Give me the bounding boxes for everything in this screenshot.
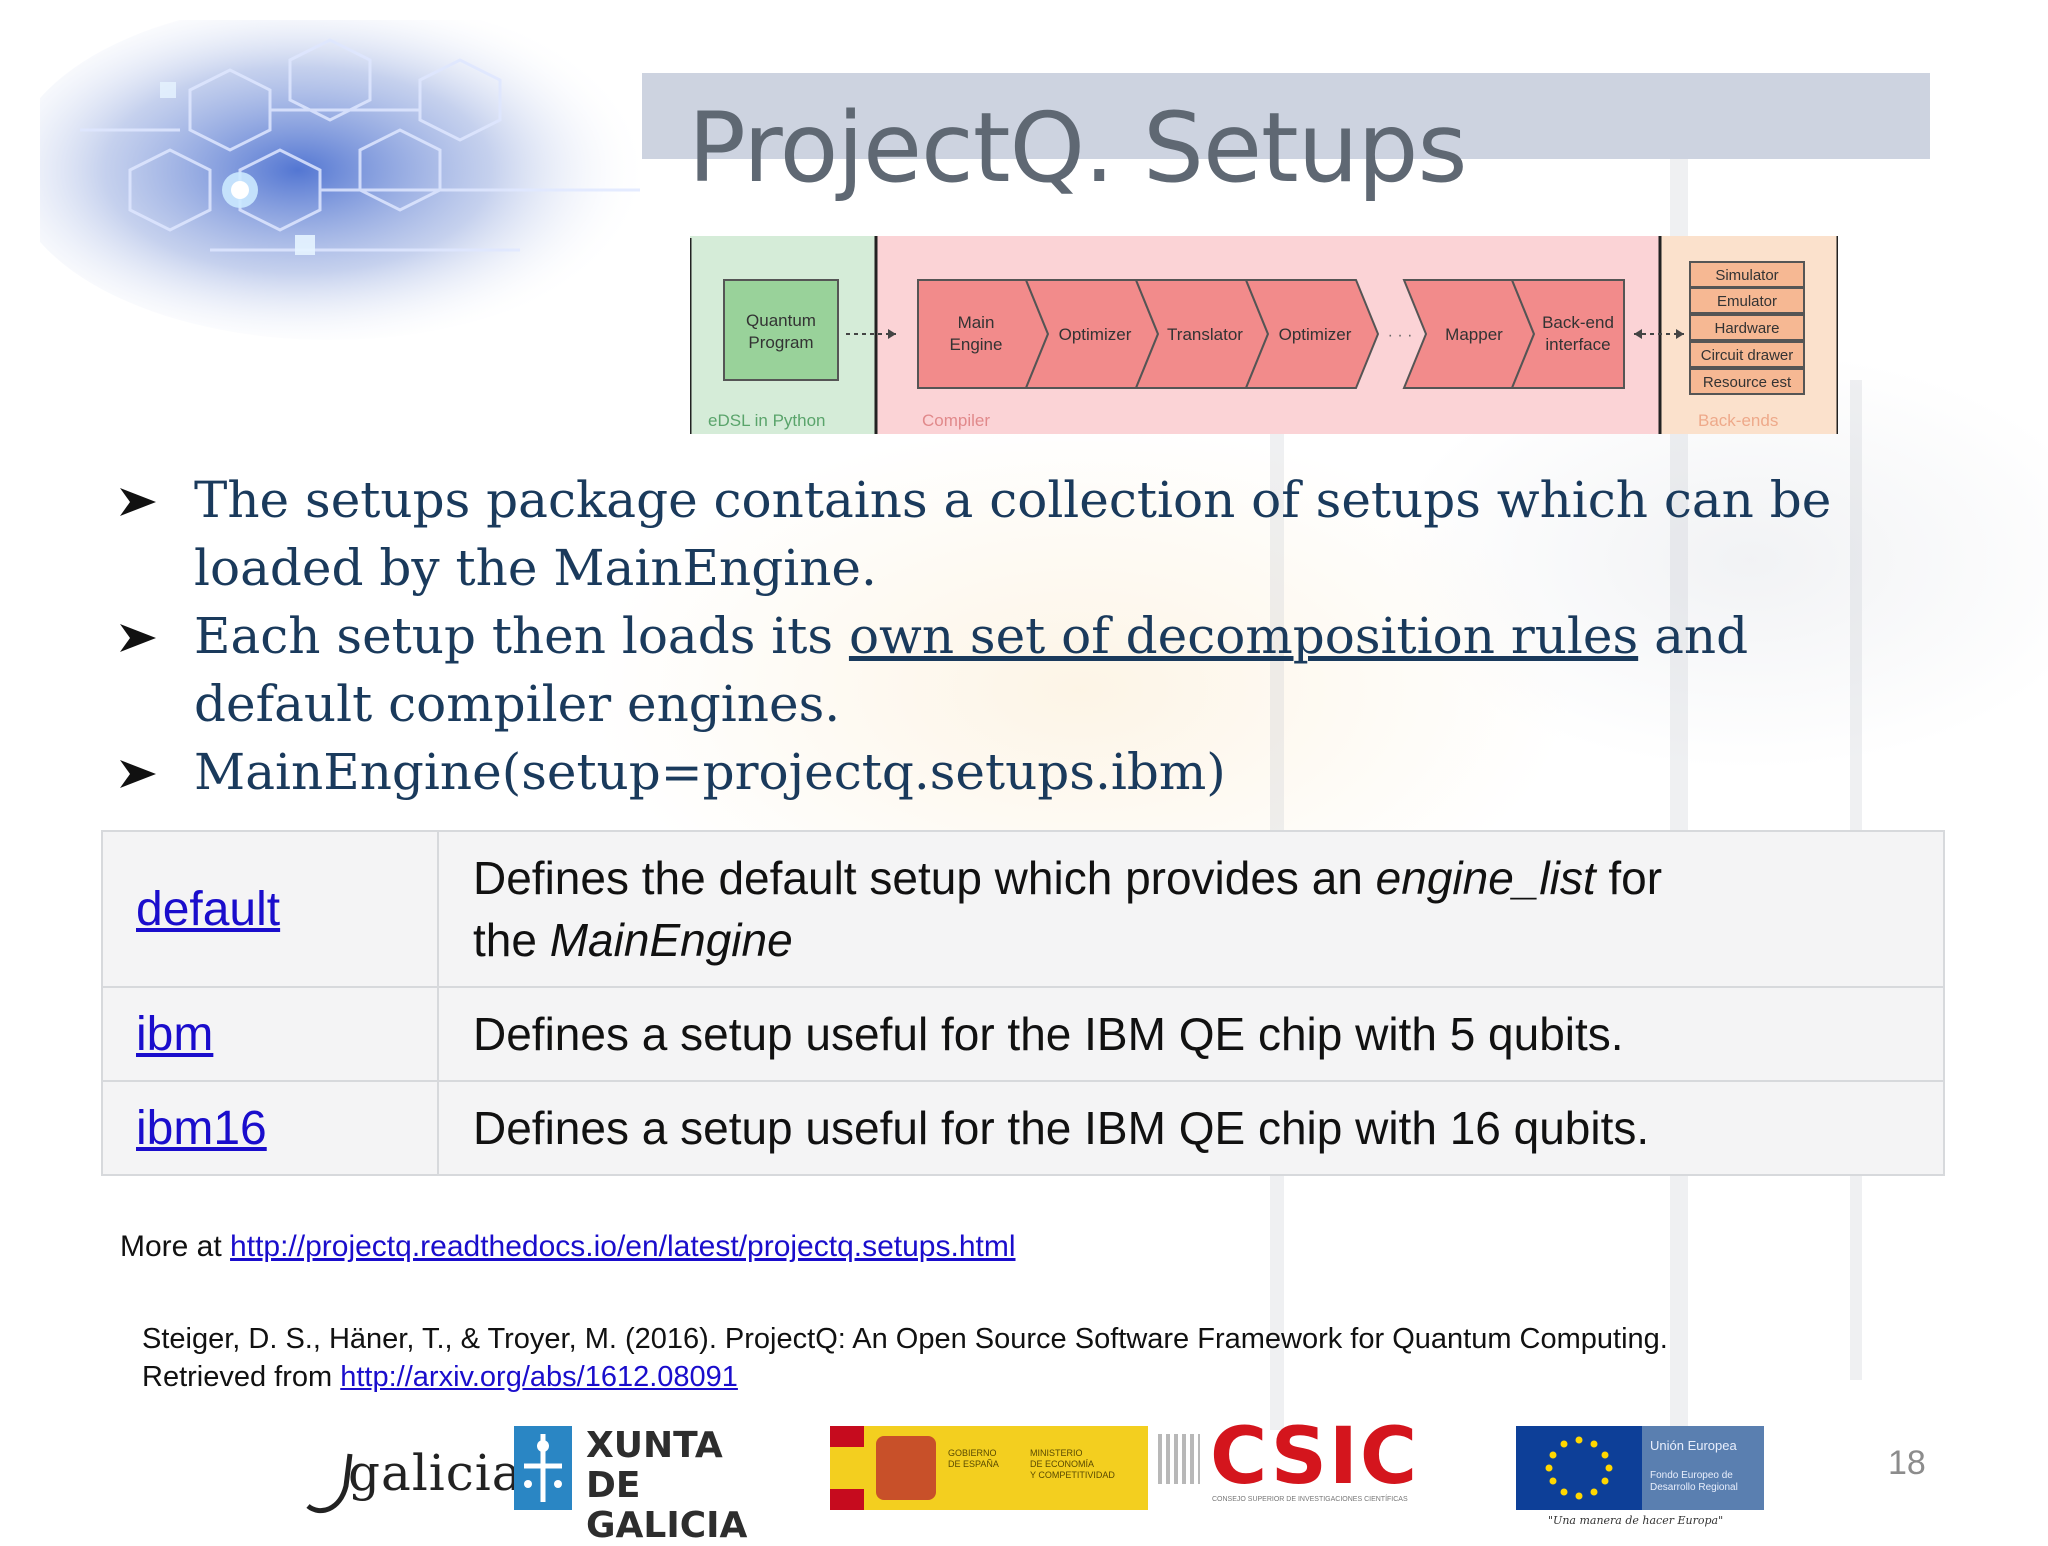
setup-desc-cell: Defines a setup useful for the IBM QE ch… [437, 1080, 1945, 1176]
citation-line: Steiger, D. S., Häner, T., & Troyer, M. … [142, 1323, 1668, 1355]
citation-line: Retrieved from http://arxiv.org/abs/1612… [142, 1358, 1668, 1396]
spain-flag-icon [830, 1426, 864, 1510]
arrow-bullet-icon [120, 488, 156, 516]
backend-resource-est: Resource est [1703, 374, 1792, 391]
citation: Steiger, D. S., Häner, T., & Troyer, M. … [142, 1320, 1668, 1396]
mapper-label: Mapper [1445, 325, 1503, 344]
spain-crest-icon [876, 1436, 936, 1500]
title-band [642, 73, 1930, 159]
table-row: default Defines the default setup which … [101, 830, 1945, 988]
setup-link-default[interactable]: default [136, 882, 281, 936]
bullet-item: Each setup then loads its own set of dec… [116, 602, 1936, 738]
arrow-bullet-icon [120, 760, 156, 788]
backend-simulator: Simulator [1715, 267, 1778, 284]
optimizer-label-1: Optimizer [1059, 325, 1132, 344]
bullet-item: MainEngine(setup=projectq.setups.ibm) [116, 738, 1936, 806]
setup-link-ibm[interactable]: ibm [136, 1007, 214, 1061]
backend-emulator: Emulator [1717, 293, 1777, 310]
edsl-caption: eDSL in Python [708, 411, 826, 430]
csic-subtitle: CONSEJO SUPERIOR DE INVESTIGACIONES CIEN… [1212, 1496, 1408, 1503]
slide-title: ProjectQ. Setups [688, 92, 1467, 204]
desc-emphasis: engine_list [1375, 852, 1596, 904]
backends-stack: Simulator Emulator Hardware Circuit draw… [1689, 261, 1805, 395]
arxiv-link[interactable]: http://arxiv.org/abs/1612.08091 [340, 1361, 738, 1393]
backend-hardware: Hardware [1714, 320, 1779, 337]
desc-emphasis: MainEngine [549, 914, 793, 966]
galicia-swoosh-icon [306, 1453, 353, 1513]
setup-key-cell: ibm16 [101, 1080, 439, 1176]
citation-prefix: Retrieved from [142, 1361, 341, 1393]
setup-desc-cell: Defines the default setup which provides… [437, 830, 1945, 988]
bullet-text-post: and default compiler engines. [194, 607, 1749, 733]
pipeline-ellipsis: · · · [1388, 327, 1413, 344]
csic-wordmark: CSIC [1210, 1412, 1420, 1502]
setup-link-ibm16[interactable]: ibm16 [136, 1101, 267, 1155]
optimizer-box-2 [1244, 279, 1380, 389]
quantum-program-box [723, 279, 839, 381]
arrow-bullet-icon [120, 624, 156, 652]
bullet-item: The setups package contains a collection… [116, 466, 1936, 602]
csic-logo: CSIC CONSEJO SUPERIOR DE INVESTIGACIONES… [1158, 1412, 1418, 1516]
setup-desc-cell: Defines a setup useful for the IBM QE ch… [437, 986, 1945, 1082]
bullet-text-underlined: own set of decomposition rules [848, 607, 1639, 665]
compiler-caption: Compiler [922, 411, 990, 430]
backend-circuit-drawer: Circuit drawer [1701, 347, 1794, 364]
desc-text: Defines the default setup which provides… [473, 852, 1376, 904]
translator-label: Translator [1167, 325, 1243, 344]
bullet-list: The setups package contains a collection… [116, 466, 1936, 806]
xunta-shield-icon [514, 1426, 572, 1510]
page-number: 18 [1888, 1444, 1926, 1482]
bullet-text: MainEngine(setup=projectq.setups.ibm) [194, 743, 1226, 801]
galicia-wordmark: galicia [348, 1444, 523, 1502]
table-row: ibm Defines a setup useful for the IBM Q… [101, 986, 1945, 1082]
optimizer-label-2: Optimizer [1279, 325, 1352, 344]
main-engine-box [917, 279, 1050, 389]
circuit-art [40, 20, 650, 340]
csic-emblem-icon [1158, 1434, 1200, 1484]
galicia-logo: galicia [300, 1430, 522, 1513]
desc-text: the [473, 914, 550, 966]
more-info: More at http://projectq.readthedocs.io/e… [120, 1230, 1016, 1264]
table-row: ibm16 Defines a setup useful for the IBM… [101, 1080, 1945, 1176]
eu-flag-icon [1516, 1426, 1642, 1510]
docs-link[interactable]: http://projectq.readthedocs.io/en/latest… [230, 1230, 1016, 1263]
eu-motto: "Una manera de hacer Europa" [1548, 1514, 1724, 1527]
backend-interface-box [1510, 279, 1625, 389]
desc-text: for [1595, 852, 1663, 904]
setup-key-cell: ibm [101, 986, 439, 1082]
backends-caption: Back-ends [1698, 411, 1778, 430]
setups-table: default Defines the default setup which … [101, 830, 1945, 1176]
bullet-text-pre: Each setup then loads its [194, 607, 849, 665]
setup-key-cell: default [101, 830, 439, 988]
bullet-text: The setups package contains a collection… [194, 471, 1832, 597]
eu-title: Unión Europea [1650, 1438, 1737, 1453]
more-prefix: More at [120, 1230, 231, 1263]
